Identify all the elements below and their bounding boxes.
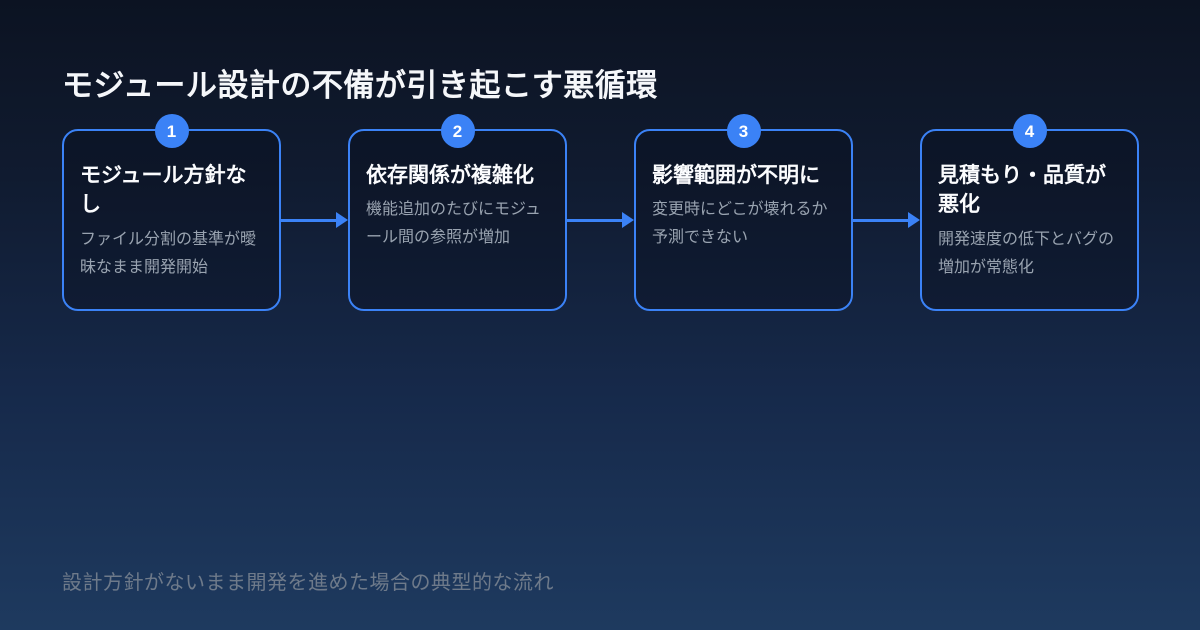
step-card-1: 1 モジュール方針なし ファイル分割の基準が曖昧なまま開発開始 bbox=[62, 114, 281, 311]
step-number-badge: 3 bbox=[726, 114, 761, 148]
step-number-badge: 4 bbox=[1012, 114, 1047, 148]
right-arrow-icon bbox=[567, 212, 634, 228]
page-title: モジュール設計の不備が引き起こす悪循環 bbox=[62, 67, 658, 103]
arrow-shaft bbox=[853, 218, 911, 222]
right-arrow-icon bbox=[853, 212, 920, 228]
arrow-shaft bbox=[567, 218, 625, 222]
footer-caption: 設計方針がないまま開発を進めた場合の典型的な流れ bbox=[62, 572, 554, 594]
right-arrow-icon bbox=[281, 212, 348, 228]
step-title: 見積もり・品質が悪化 bbox=[938, 164, 1106, 217]
step-title: 影響範囲が不明に bbox=[652, 164, 820, 187]
step-title: 依存関係が複雑化 bbox=[366, 164, 534, 187]
step-card-3: 3 影響範囲が不明に 変更時にどこが壊れるか予測できない bbox=[634, 114, 853, 311]
step-number-badge: 2 bbox=[440, 114, 475, 148]
arrow-shaft bbox=[281, 218, 339, 222]
step-card-2: 2 依存関係が複雑化 機能追加のたびにモジュール間の参照が増加 bbox=[348, 114, 567, 311]
arrow-head bbox=[622, 212, 634, 228]
arrow-head bbox=[908, 212, 920, 228]
step-description: 開発速度の低下とバグの増加が常態化 bbox=[938, 230, 1115, 276]
step-description: 機能追加のたびにモジュール間の参照が増加 bbox=[366, 201, 541, 247]
step-title: モジュール方針なし bbox=[80, 164, 247, 217]
process-flow: 1 モジュール方針なし ファイル分割の基準が曖昧なまま開発開始 2 依存関係が複… bbox=[62, 114, 1139, 311]
arrow-head bbox=[336, 212, 348, 228]
step-description: ファイル分割の基準が曖昧なまま開発開始 bbox=[80, 230, 257, 276]
step-number-badge: 1 bbox=[154, 114, 189, 148]
step-card-4: 4 見積もり・品質が悪化 開発速度の低下とバグの増加が常態化 bbox=[920, 114, 1139, 311]
step-description: 変更時にどこが壊れるか予測できない bbox=[652, 201, 828, 247]
